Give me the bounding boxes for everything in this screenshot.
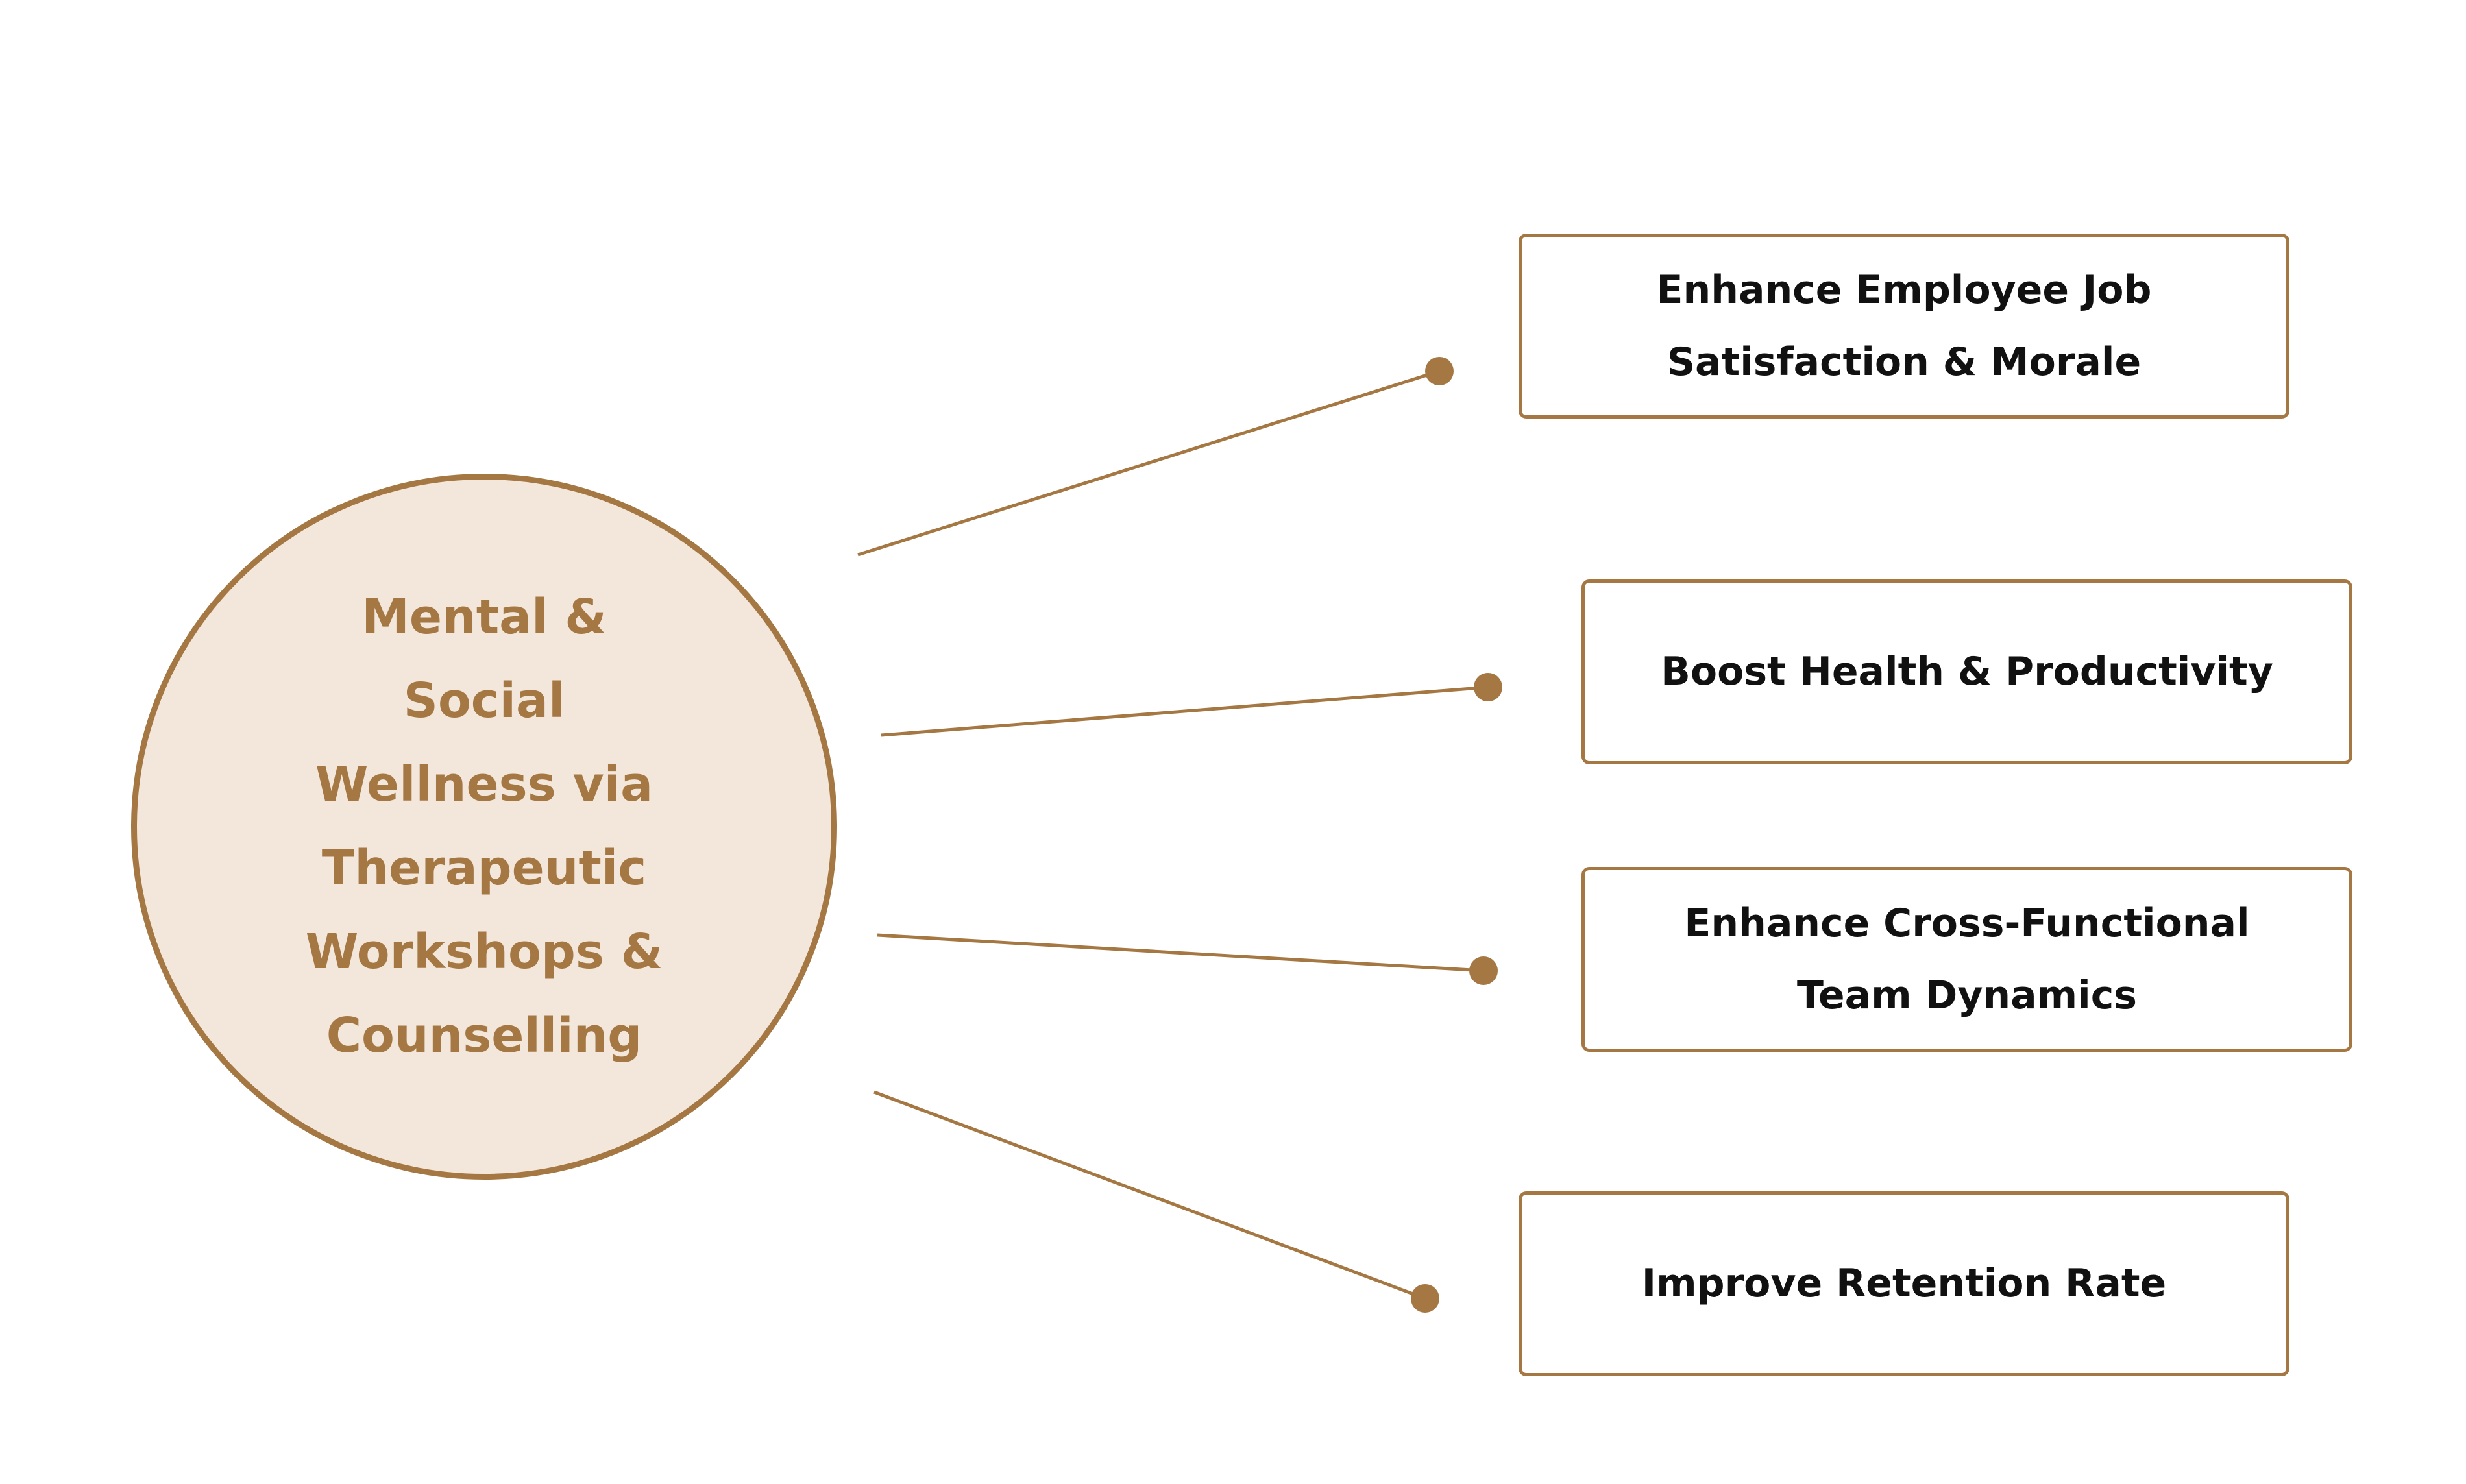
outcome-label: Enhance Employee Job Satisfaction & Mora… [1656, 267, 2152, 385]
connector-dot-1 [1425, 357, 1454, 385]
central-hub-circle: Mental & Social Wellness via Therapeutic… [131, 474, 837, 1180]
outcome-box-team-dynamics: Enhance Cross-Functional Team Dynamics [1581, 867, 2352, 1052]
outcome-box-retention-rate: Improve Retention Rate [1519, 1191, 2289, 1376]
outcome-box-health-productivity: Boost Health & Productivity [1581, 579, 2352, 764]
connector-line-3 [877, 933, 1484, 973]
outcome-box-job-satisfaction: Enhance Employee Job Satisfaction & Mora… [1519, 234, 2289, 419]
outcome-label: Improve Retention Rate [1641, 1261, 2167, 1306]
connector-dot-4 [1411, 1284, 1439, 1313]
connector-line-4 [873, 1090, 1426, 1300]
connector-dot-2 [1474, 673, 1502, 701]
outcome-label: Boost Health & Productivity [1661, 649, 2273, 694]
hub-label: Mental & Social Wellness via Therapeutic… [305, 589, 663, 1064]
connector-dot-3 [1469, 956, 1498, 985]
outcome-label: Enhance Cross-Functional Team Dynamics [1684, 900, 2250, 1018]
connector-line-1 [857, 369, 1440, 557]
connector-line-2 [881, 685, 1489, 737]
